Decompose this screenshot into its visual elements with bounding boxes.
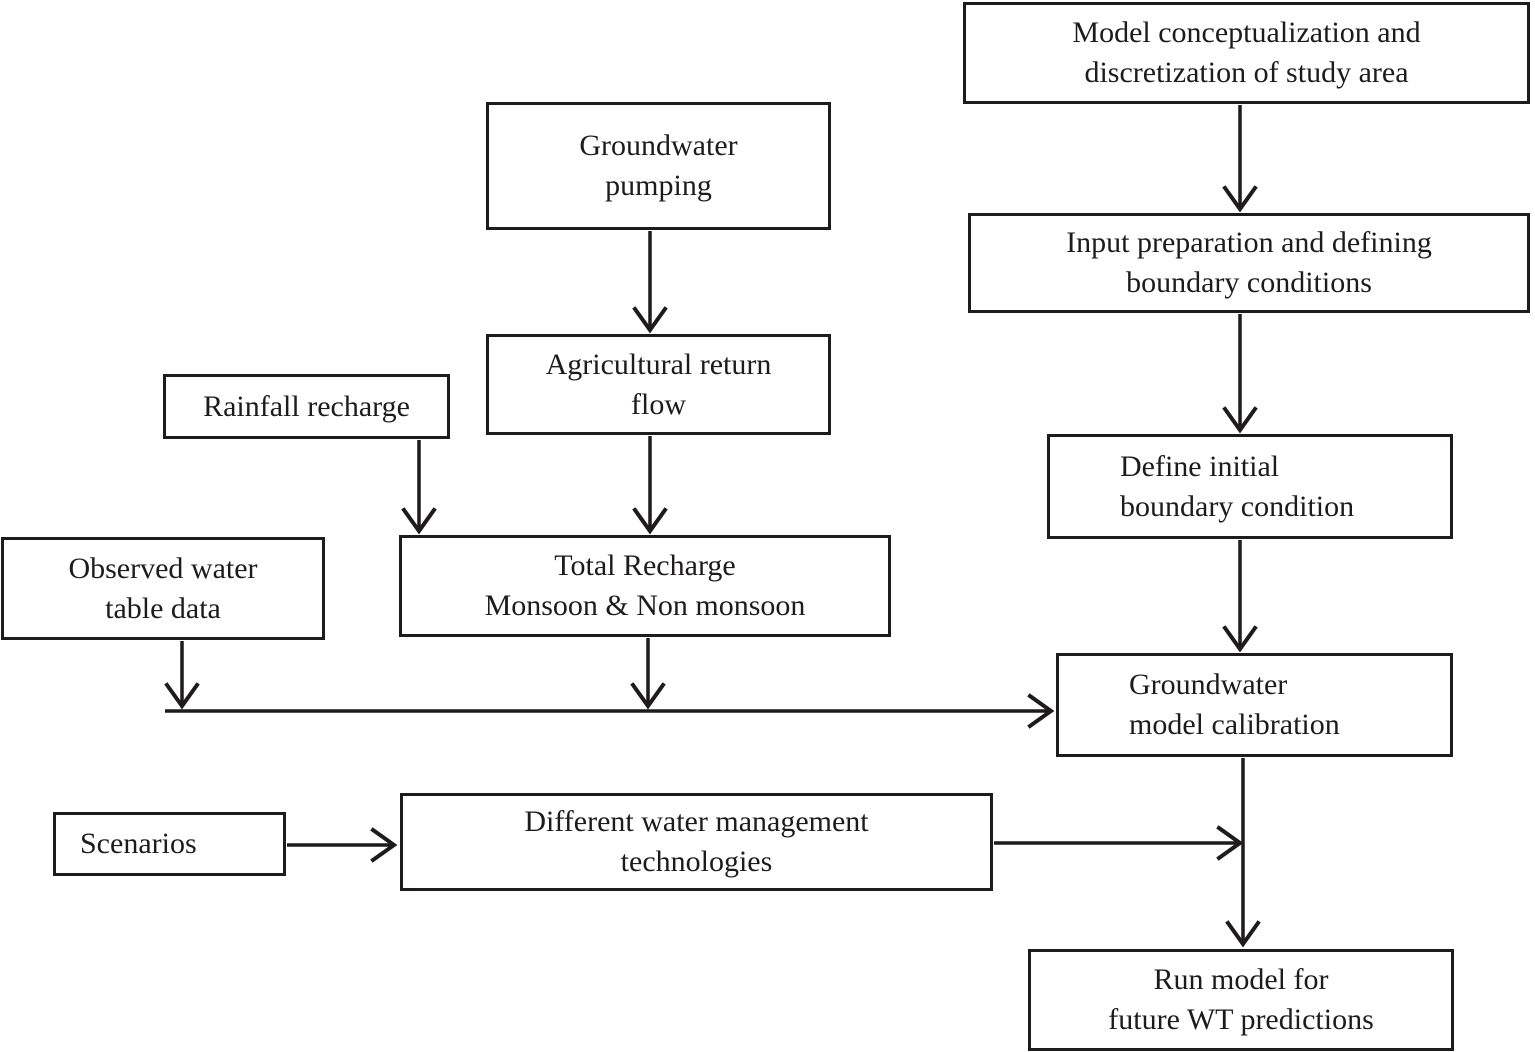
node-rainfall-recharge: Rainfall recharge bbox=[163, 374, 450, 439]
node-groundwater-pumping: Groundwater pumping bbox=[486, 102, 831, 230]
node-model-conceptualization: Model conceptualization and discretizati… bbox=[963, 2, 1530, 104]
node-define-initial-boundary-condition: Define initial boundary condition bbox=[1047, 434, 1453, 539]
node-run-model-future-wt-predictions: Run model for future WT predictions bbox=[1028, 949, 1454, 1051]
node-scenarios: Scenarios bbox=[53, 812, 286, 876]
node-total-recharge: Total Recharge Monsoon & Non monsoon bbox=[399, 535, 891, 637]
node-different-water-management-technologies: Different water management technologies bbox=[400, 793, 993, 891]
node-agricultural-return-flow: Agricultural return flow bbox=[486, 334, 831, 435]
node-input-preparation: Input preparation and defining boundary … bbox=[968, 213, 1530, 313]
node-groundwater-model-calibration: Groundwater model calibration bbox=[1056, 653, 1453, 757]
node-observed-water-table-data: Observed water table data bbox=[1, 537, 325, 640]
